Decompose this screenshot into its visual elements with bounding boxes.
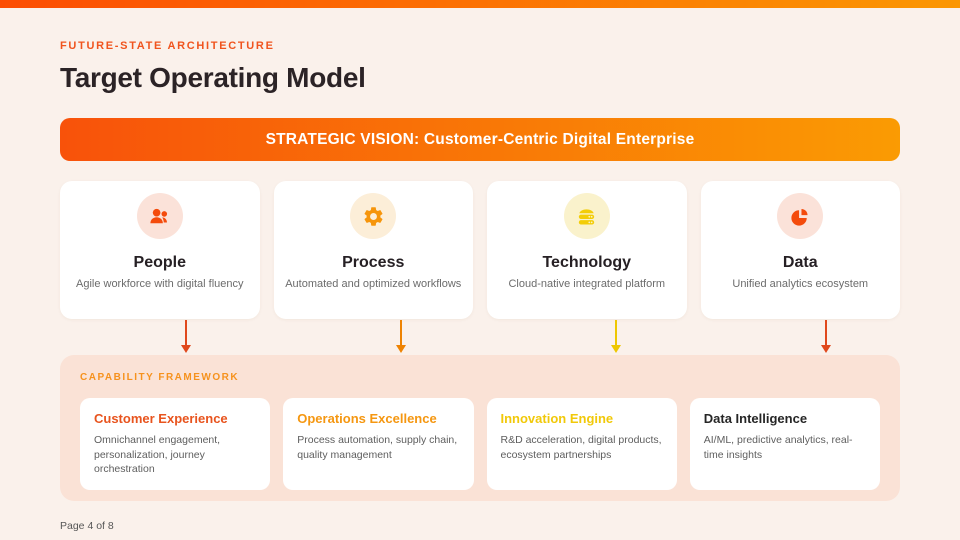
down-arrow-people [180, 320, 191, 353]
down-arrow-technology [610, 320, 621, 353]
pillar-card-process: Process Automated and optimized workflow… [273, 181, 473, 319]
capability-card-customer-experience: Customer Experience Omnichannel engageme… [80, 398, 271, 491]
capability-title: Innovation Engine [500, 411, 614, 426]
page-title: Target Operating Model [60, 62, 366, 93]
process-icon-circle [350, 193, 397, 239]
strategic-vision-text: STRATEGIC VISION: Customer-Centric Digit… [265, 130, 695, 148]
framework-label: CAPABILITY FRAMEWORK [80, 372, 240, 383]
pillar-description: Automated and optimized workflows [285, 278, 462, 290]
capability-description: Omnichannel engagement, personalization,… [94, 434, 221, 476]
pillar-card-people: People Agile workforce with digital flue… [60, 181, 260, 319]
capability-card-operations-excellence: Operations Excellence Process automation… [283, 398, 474, 491]
technology-icon-circle [563, 193, 610, 239]
capability-description: R&D acceleration, digital products, ecos… [500, 434, 662, 461]
capability-description: Process automation, supply chain, qualit… [297, 434, 458, 461]
capability-framework-panel: CAPABILITY FRAMEWORK Customer Experience… [60, 355, 900, 502]
capability-title: Data Intelligence [703, 411, 808, 426]
data-icon-circle [777, 193, 824, 239]
pillar-title: Technology [542, 254, 632, 271]
capability-description: AI/ML, predictive analytics, real-time i… [703, 434, 853, 461]
gear-icon [364, 206, 383, 226]
top-accent-bar [0, 0, 960, 8]
capability-card-innovation-engine: Innovation Engine R&D acceleration, digi… [486, 398, 677, 491]
pillar-description: Agile workforce with digital fluency [75, 278, 244, 290]
capability-card-data-intelligence: Data Intelligence AI/ML, predictive anal… [689, 398, 880, 491]
strategic-vision-banner: STRATEGIC VISION: Customer-Centric Digit… [60, 118, 900, 161]
capability-title: Operations Excellence [297, 411, 437, 426]
pillar-description: Unified analytics ecosystem [732, 278, 869, 290]
server-icon [579, 208, 595, 225]
flow-arrows [60, 319, 900, 355]
pillar-cards-row: People Agile workforce with digital flue… [60, 181, 900, 319]
pillar-card-data: Data Unified analytics ecosystem [700, 181, 900, 319]
people-icon [150, 208, 168, 223]
down-arrow-process [396, 320, 407, 353]
people-icon-circle [136, 193, 183, 239]
pillar-title: People [133, 254, 186, 271]
page-number: Page 4 of 8 [60, 520, 114, 533]
pillar-description: Cloud-native integrated platform [508, 278, 666, 290]
capability-cards-row: Customer Experience Omnichannel engageme… [80, 398, 880, 491]
capability-title: Customer Experience [94, 411, 228, 426]
eyebrow-label: FUTURE-STATE ARCHITECTURE [60, 40, 275, 52]
down-arrow-data [820, 320, 831, 353]
pie-chart-icon [791, 208, 808, 226]
slide-content: FUTURE-STATE ARCHITECTURE Target Operati… [0, 40, 960, 532]
pillar-card-technology: Technology Cloud-native integrated platf… [487, 181, 687, 319]
pillar-title: Process [342, 254, 405, 271]
pillar-title: Data [782, 254, 818, 271]
